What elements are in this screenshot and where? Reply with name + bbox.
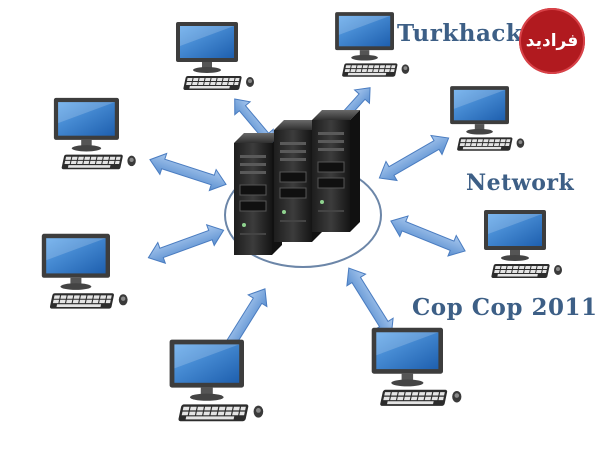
watermark-logo-text: فرادید (525, 31, 579, 51)
workstation-middle-left-icon (41, 233, 128, 309)
server-rack-icon (233, 109, 361, 256)
workstation-top-left-icon (176, 22, 254, 90)
workstation-bottom-left-icon (169, 339, 264, 422)
caption-copyright: Cop Cop 2011 (412, 294, 598, 321)
arrow-right (373, 127, 455, 189)
arrow-middle-left (144, 219, 228, 269)
workstation-top-right-icon (450, 86, 525, 151)
caption-network: Network (466, 170, 575, 196)
arrow-bottom-left (221, 282, 275, 350)
arrow-left (146, 148, 230, 196)
workstation-middle-right-icon (484, 210, 562, 278)
workstation-bottom-right-icon (371, 327, 462, 406)
workstation-upper-left-icon (53, 97, 136, 170)
watermark-logo-icon: فرادید (519, 8, 585, 74)
arrow-middle-right (386, 210, 470, 262)
